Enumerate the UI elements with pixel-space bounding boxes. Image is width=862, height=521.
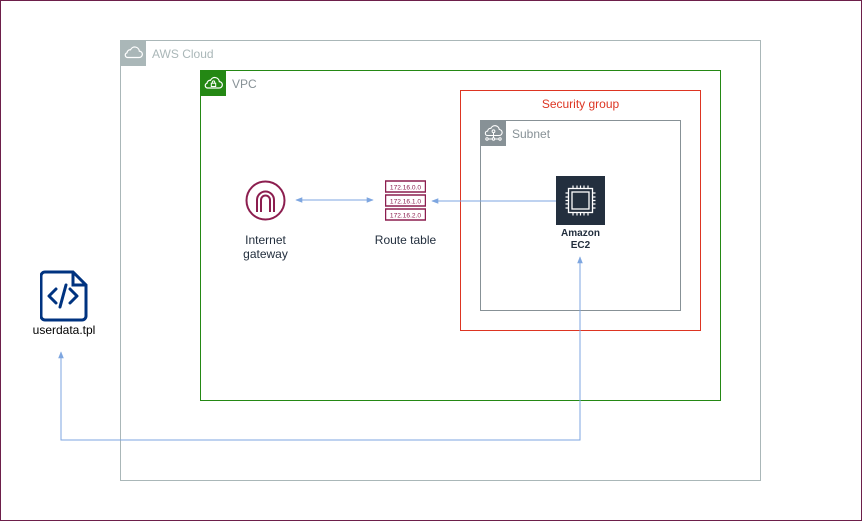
- internet-gateway-label: Internet gateway: [225, 233, 306, 261]
- ec2-label-line2: EC2: [570, 240, 591, 251]
- aws-cloud-label: AWS Cloud: [152, 47, 214, 61]
- internet-gateway-icon: [245, 180, 286, 221]
- ec2-label-line1: Amazon: [561, 228, 600, 239]
- internet-gateway-label-line1: Internet: [245, 233, 286, 247]
- route-entry-3: 172.16.2.0: [390, 213, 421, 220]
- userdata-file-node[interactable]: [39, 270, 88, 322]
- cloud-icon: [121, 41, 146, 66]
- subnet-icon: [481, 121, 506, 146]
- route-table-icon: 172.16.0.0 172.16.1.0 172.16.2.0: [384, 180, 427, 221]
- vpc-group: VPC: [200, 70, 721, 401]
- vpc-cloud-lock-icon: [201, 71, 226, 96]
- internet-gateway-node[interactable]: [245, 180, 286, 221]
- ec2-chip-icon: [565, 185, 596, 216]
- ec2-node[interactable]: [556, 176, 605, 225]
- vpc-label: VPC: [232, 77, 257, 91]
- code-file-icon: [39, 270, 88, 322]
- ec2-label: Amazon EC2: [540, 228, 621, 252]
- subnet-label: Subnet: [512, 127, 551, 141]
- security-group-label: Security group: [541, 97, 620, 111]
- route-entry-2: 172.16.1.0: [390, 199, 421, 206]
- edge-userdata-ec2[interactable]: [58, 256, 583, 441]
- route-table-node[interactable]: 172.16.0.0 172.16.1.0 172.16.2.0: [384, 180, 427, 221]
- userdata-file-label: userdata.tpl: [32, 323, 96, 337]
- internet-gateway-label-line2: gateway: [243, 247, 288, 261]
- route-table-label: Route table: [374, 233, 437, 247]
- route-entry-1: 172.16.0.0: [390, 185, 421, 192]
